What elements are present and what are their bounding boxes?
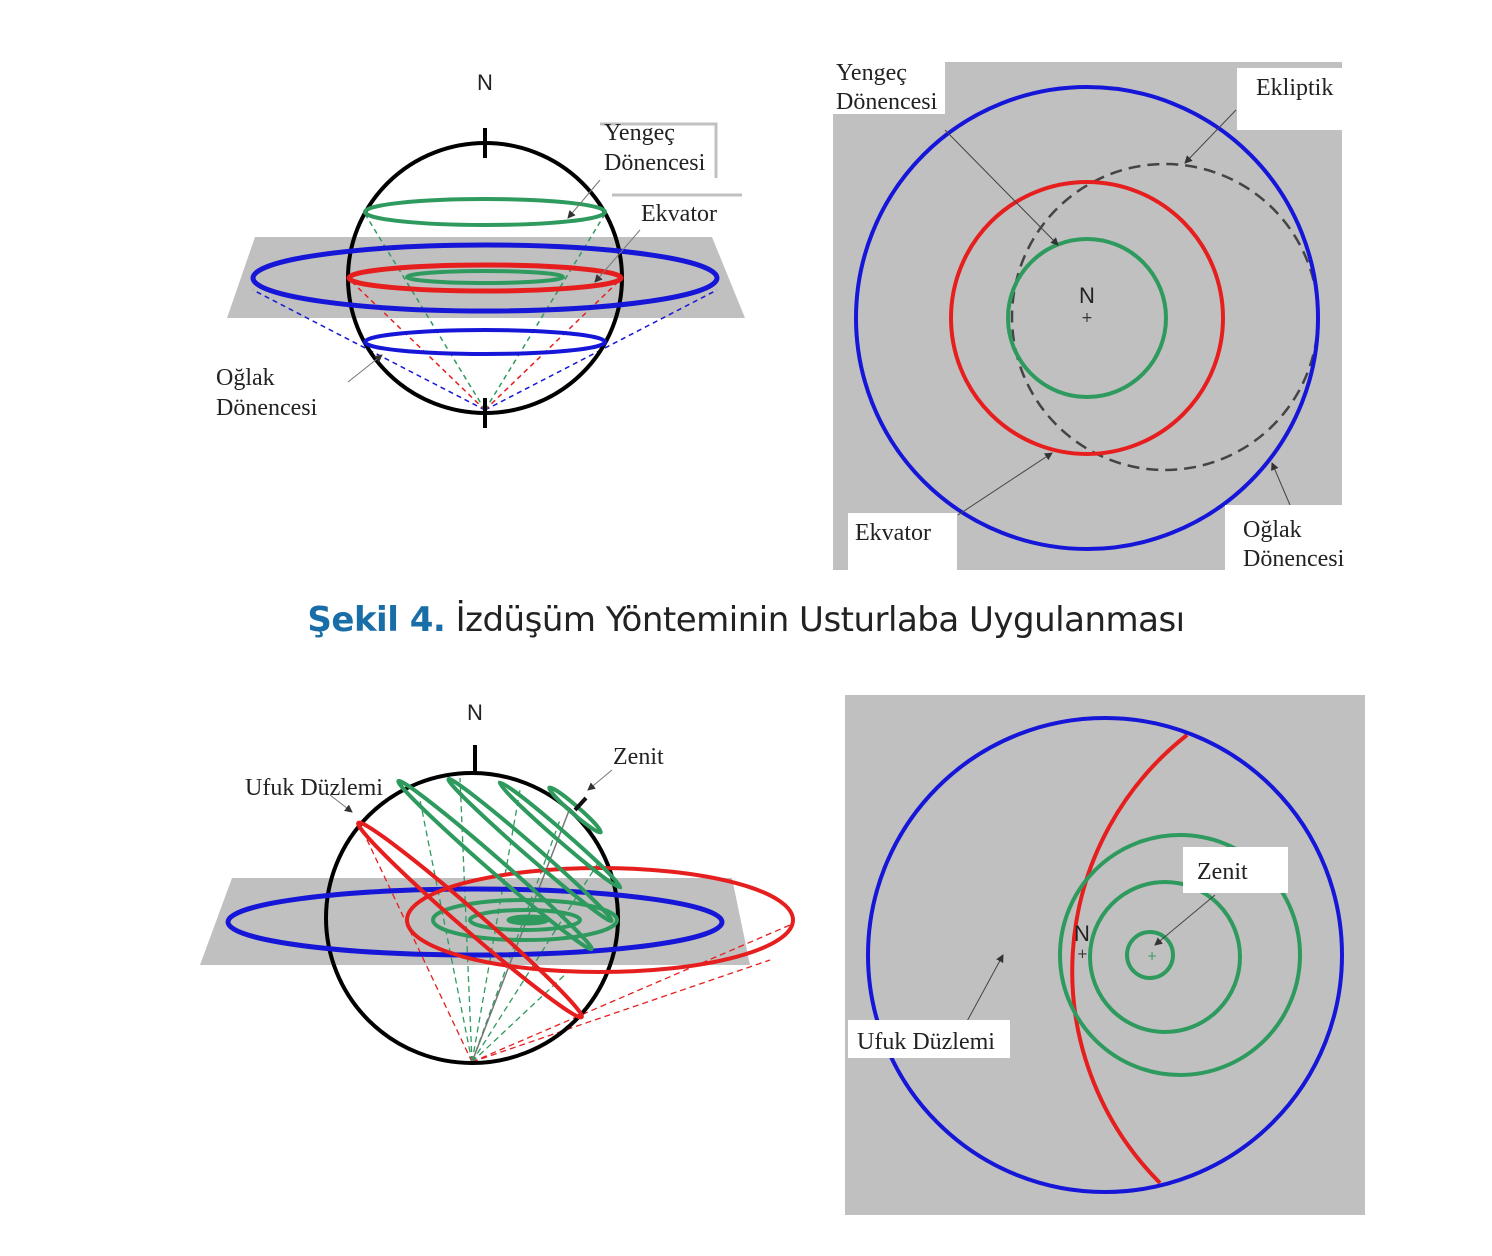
capricorn-label-2: Dönencesi <box>1243 546 1345 572</box>
capricorn-label-2: Dönencesi <box>216 395 318 421</box>
pole-mark: + <box>1081 310 1093 326</box>
horizon-circle <box>356 820 584 1020</box>
cancer-circle <box>363 197 607 227</box>
projection-lines <box>359 777 791 1063</box>
north-label: N <box>1074 921 1090 946</box>
cancer-circle <box>1006 237 1168 399</box>
almucantar-circle <box>1058 833 1302 1077</box>
almucantar-circle <box>1088 880 1242 1034</box>
pole-mark: + <box>1077 947 1088 962</box>
caption-text: İzdüşüm Yönteminin Usturlaba Uygulanması <box>455 600 1186 640</box>
bottom-right-astrolabe-plate: + N + Zenit Ufuk Düzlemi <box>845 695 1365 1215</box>
cancer-label-2: Dönencesi <box>604 150 706 176</box>
zenith-label: Zenit <box>1197 859 1248 885</box>
plate-background <box>833 62 1342 570</box>
horizon-arc <box>1070 733 1189 1185</box>
cancer-label-1: Yengeç <box>836 60 907 86</box>
equator-projection <box>225 886 725 958</box>
capricorn-circle <box>363 328 607 356</box>
north-label: N <box>1079 283 1095 308</box>
ecliptic-label: Ekliptik <box>1256 75 1333 101</box>
equator-label: Ekvator <box>855 520 931 546</box>
zenith-axis <box>471 807 571 1063</box>
caption-number: Şekil 4. <box>307 600 446 640</box>
equator-label: Ekvator <box>641 201 717 227</box>
plate-background <box>845 695 1365 1215</box>
capricorn-label-1: Oğlak <box>216 365 275 391</box>
north-label: N <box>477 70 493 95</box>
equator-circle <box>949 180 1225 456</box>
almucantar-circle <box>1125 930 1175 980</box>
capricorn-circle <box>854 85 1320 551</box>
cancer-projection <box>405 269 565 285</box>
capricorn-circle <box>866 716 1344 1194</box>
horizon-label: Ufuk Düzlemi <box>857 1029 995 1055</box>
bottom-left-sphere-diagram: N Ufuk Düzlemi Zenit <box>200 700 795 1065</box>
zenith-label: Zenit <box>613 744 664 770</box>
almucantar-projection <box>506 914 550 926</box>
capricorn-projection <box>250 242 720 314</box>
figure-caption: Şekil 4. İzdüşüm Yönteminin Usturlaba Uy… <box>0 600 1492 640</box>
top-left-sphere-diagram: N Yengeç Dönencesi Ekvator Oğlak Dönence… <box>216 70 745 428</box>
north-label: N <box>467 700 483 725</box>
top-right-astrolabe-plate: N + Yengeç Dönencesi Ekliptik Ekvator Oğ… <box>833 60 1355 572</box>
horizon-label: Ufuk Düzlemi <box>245 775 383 801</box>
horizon-projection <box>405 866 795 974</box>
almucantar-projection <box>468 908 582 932</box>
equator-circle <box>346 262 624 294</box>
cancer-label-1: Yengeç <box>604 120 675 146</box>
horizon-plane <box>200 878 750 965</box>
equatorial-plane <box>227 237 745 318</box>
cancer-label-2: Dönencesi <box>836 89 938 115</box>
capricorn-label-1: Oğlak <box>1243 517 1302 543</box>
zenith-mark: + <box>1147 949 1157 963</box>
